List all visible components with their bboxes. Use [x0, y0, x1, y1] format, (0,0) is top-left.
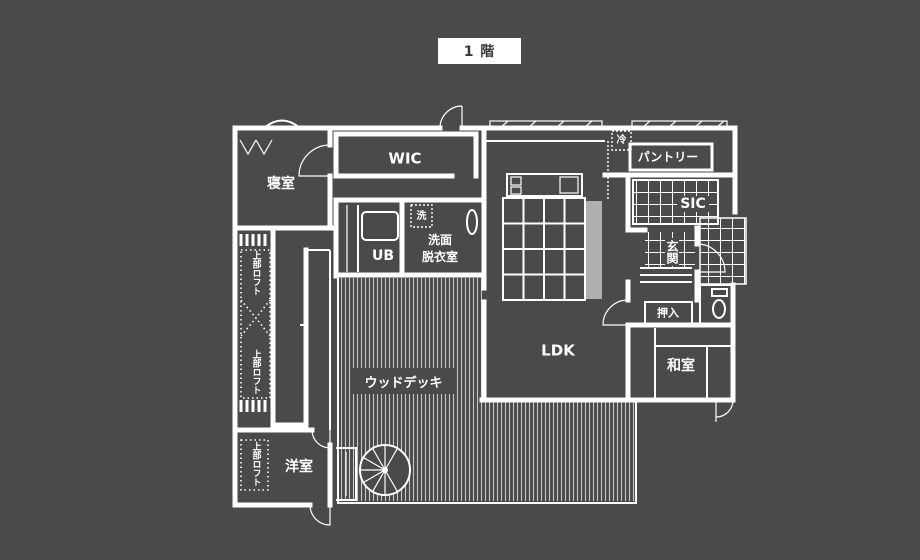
ldk-to-hall-door — [602, 299, 629, 326]
pantry-window-frame — [631, 120, 728, 129]
pantry-box — [628, 142, 714, 172]
closet-box — [644, 301, 693, 325]
refrigerator-space — [611, 130, 632, 151]
japanese-room-exterior-door — [715, 399, 734, 422]
toilet — [711, 288, 728, 319]
spiral-staircase — [359, 444, 411, 496]
spiral-stair-hub — [382, 467, 388, 473]
bedroom-window-marks — [239, 139, 273, 156]
closet-rod-line — [345, 205, 348, 496]
washing-machine-space — [410, 204, 433, 228]
pantry-window-strip — [631, 120, 728, 129]
room-label-sic: SIC — [677, 196, 709, 212]
ldk-window-strip — [489, 120, 603, 129]
toilet-tank — [711, 288, 728, 297]
room-label-pantry: パントリー — [637, 150, 699, 164]
loft-divider-upper — [240, 299, 271, 337]
loft-outline-upper — [240, 249, 271, 399]
label-washing-machine: 洗 — [416, 210, 427, 222]
island-grid — [503, 198, 585, 300]
room-label-wood-deck: ウッドデッキ — [352, 368, 455, 394]
room-label-bedroom: 寝室 — [267, 176, 295, 192]
tatami-lines — [654, 328, 731, 398]
wood-deck-floor — [338, 278, 634, 501]
thin-partitions — [300, 140, 733, 501]
entrance-door — [696, 243, 726, 273]
room-label-ldk: LDK — [541, 341, 575, 360]
kitchen-counter — [506, 173, 583, 197]
porch-tile-floor — [699, 217, 747, 285]
loft-hatch-bottom — [239, 400, 267, 412]
interior-walls — [232, 125, 738, 508]
room-label-washroom-line1: 洗面 — [427, 233, 453, 247]
western-room-exterior-door — [309, 504, 331, 526]
entry-door-top — [439, 105, 463, 129]
bedroom-window — [263, 119, 301, 129]
label-refrigerator: 冷 — [616, 134, 627, 146]
floor-level-label: 1 階 — [463, 44, 496, 60]
burner-icon — [510, 176, 522, 186]
pantry-window-marks — [641, 120, 725, 129]
bedroom-door — [298, 144, 331, 177]
room-label-japanese-room: 和室 — [667, 358, 695, 374]
room-label-wic: WIC — [388, 149, 422, 168]
western-room-door — [311, 429, 331, 449]
toilet-bowl — [712, 299, 726, 319]
loft-label-upper: 上部ロフト — [250, 250, 261, 296]
burner-icon — [510, 186, 522, 195]
loft-label-middle: 上部ロフト — [250, 349, 261, 395]
bathtub — [361, 211, 399, 241]
ldk-window-marks — [499, 120, 593, 129]
loft-hatch-top — [239, 234, 267, 246]
wood-deck-edge — [337, 278, 637, 504]
sink-icon — [559, 176, 579, 194]
kitchen-island — [502, 197, 602, 301]
exterior-wall — [232, 125, 738, 508]
island-counter-accent — [586, 201, 602, 299]
room-label-closet: 押入 — [657, 306, 679, 320]
room-label-unit-bath: UB — [371, 248, 395, 264]
loft-label-lower: 上部ロフト — [250, 441, 261, 487]
room-label-entrance: 玄関 — [665, 238, 679, 266]
cooktop-counter — [506, 173, 583, 197]
room-label-washroom-line2: 脱衣室 — [421, 250, 459, 264]
floor-level-title: 1 階 — [438, 38, 521, 64]
room-label-western-room: 洋室 — [285, 459, 313, 475]
spiral-stair-treads — [360, 445, 399, 495]
ldk-window-frame — [489, 120, 603, 129]
loft-outline-lower — [240, 439, 269, 491]
entrance-steps — [640, 267, 692, 283]
washbasin — [466, 209, 478, 235]
